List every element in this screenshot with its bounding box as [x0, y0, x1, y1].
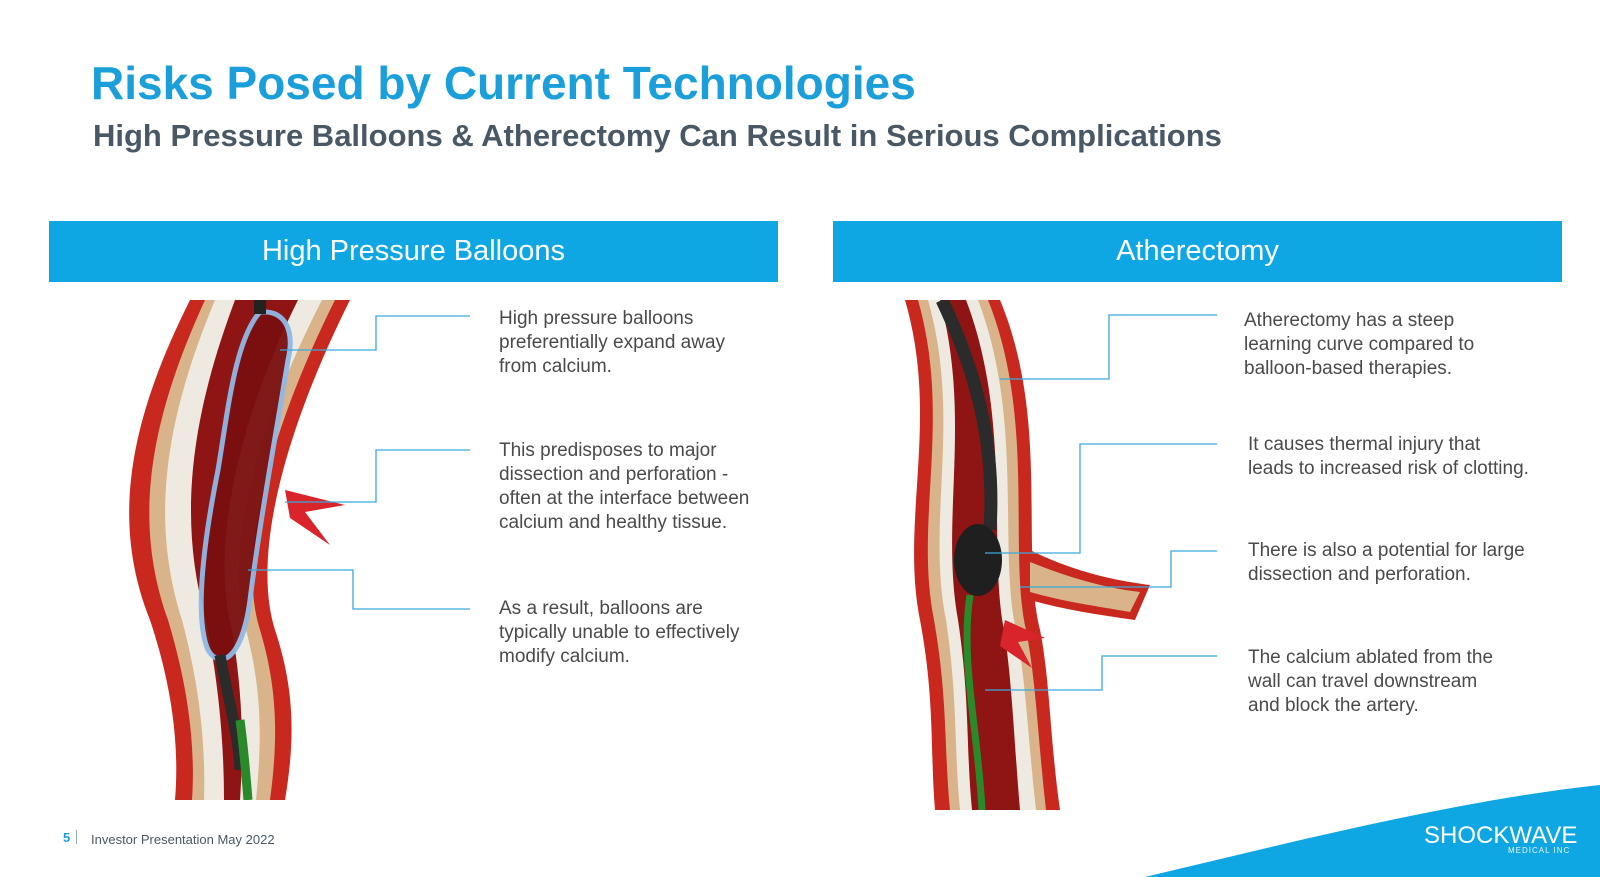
balloon-callout-3: As a result, balloons are typically unab… — [499, 598, 740, 667]
page-number: 5 — [63, 830, 71, 845]
panel-header-atherectomy: Atherectomy — [833, 221, 1562, 282]
atherectomy-callout-1: Atherectomy has a steep learning curve c… — [1244, 310, 1475, 379]
atherectomy-callout-3: There is also a potential for large diss… — [1248, 540, 1525, 585]
atherectomy-artery-illustration — [905, 300, 1150, 810]
slide-title: Risks Posed by Current Technologies — [91, 57, 916, 109]
balloon-connector-lines — [248, 315, 470, 610]
balloon-callout-2: This predisposes to major dissection and… — [499, 440, 750, 533]
shockwave-logo: SHOCKWAVE — [1424, 822, 1578, 849]
atherectomy-callout-2: It causes thermal injury that leads to i… — [1248, 434, 1529, 479]
atherectomy-callout-4: The calcium ablated from the wall can tr… — [1248, 647, 1494, 716]
slide-subtitle: High Pressure Balloons & Atherectomy Can… — [93, 118, 1222, 153]
balloon-callout-1: High pressure balloons preferentially ex… — [499, 308, 726, 377]
shockwave-logo-subtitle: MEDICAL INC — [1508, 846, 1571, 855]
footer-divider — [76, 830, 77, 844]
footer-text: Investor Presentation May 2022 — [91, 832, 275, 847]
panel-header-balloons: High Pressure Balloons — [49, 221, 778, 282]
balloon-artery-illustration — [129, 300, 350, 800]
